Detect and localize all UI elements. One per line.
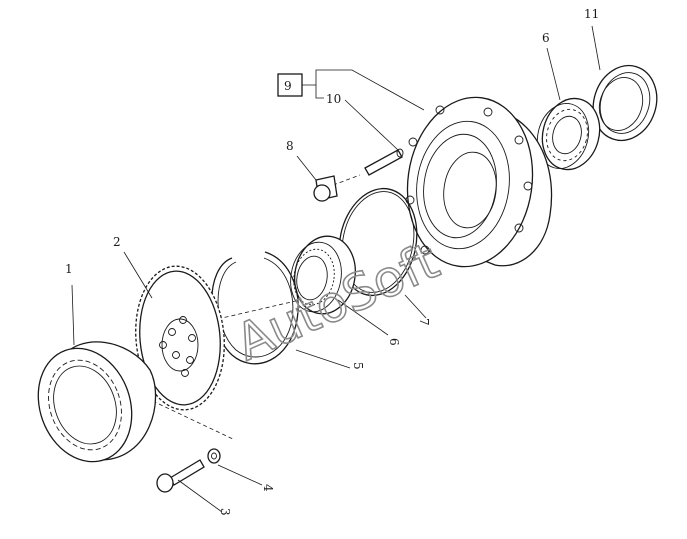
seal-ring-part-11 [592,64,658,142]
bolt-part-3 [156,459,205,493]
wheel-hub-housing [405,96,553,268]
callout-label-2: 2 [113,235,121,249]
callout-label-10: 10 [326,92,341,106]
callout-label-6-upper: 6 [542,31,550,45]
callout-label-1: 1 [65,262,73,276]
leader-lines [71,25,601,513]
callout-label-8: 8 [286,139,294,153]
o-ring-part-7 [338,187,418,297]
plug-part-8 [313,175,338,202]
callout-label-6-lower: 6 [387,338,401,346]
washer-part-4 [207,448,221,464]
callout-label-7: 7 [417,318,431,326]
callout-label-5: 5 [351,362,365,370]
ring-gear-part-1 [37,341,157,463]
planet-gear-part-2 [135,265,225,411]
callout-box-9 [277,69,425,151]
callout-label-11: 11 [584,7,599,21]
pin-part-10 [364,148,404,176]
callout-label-3: 3 [218,508,232,516]
callout-label-9: 9 [284,79,292,93]
roller-bearing-upper-part-6 [536,97,601,171]
roller-bearing-lower-part-6 [290,235,356,315]
callout-label-4: 4 [261,484,275,492]
